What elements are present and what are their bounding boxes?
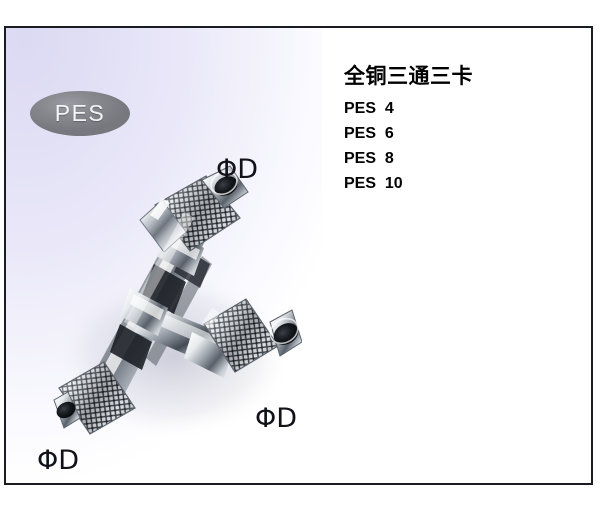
product-image-tee-fitting — [34, 156, 302, 436]
specification-panel: 全铜三通三卡 PES 4 PES 6 PES 8 PES 10 — [322, 28, 591, 483]
dimension-label-bottom: ΦD — [37, 445, 80, 476]
product-title: 全铜三通三卡 — [344, 64, 473, 88]
pes-logo-label: PES — [54, 100, 106, 126]
dimension-label-right: ΦD — [255, 403, 298, 434]
product-photo-panel: PES — [6, 28, 322, 483]
pes-logo-badge: PES — [30, 91, 130, 136]
model-list-item: PES 8 — [344, 150, 394, 168]
model-list-item: PES 4 — [344, 100, 394, 118]
model-list-item: PES 10 — [344, 175, 403, 193]
model-list-item: PES 6 — [344, 125, 394, 143]
catalog-card: PES — [4, 26, 593, 485]
model-number-list: PES 4 PES 6 PES 8 PES 10 — [344, 96, 591, 196]
dimension-label-top: ΦD — [216, 154, 259, 185]
